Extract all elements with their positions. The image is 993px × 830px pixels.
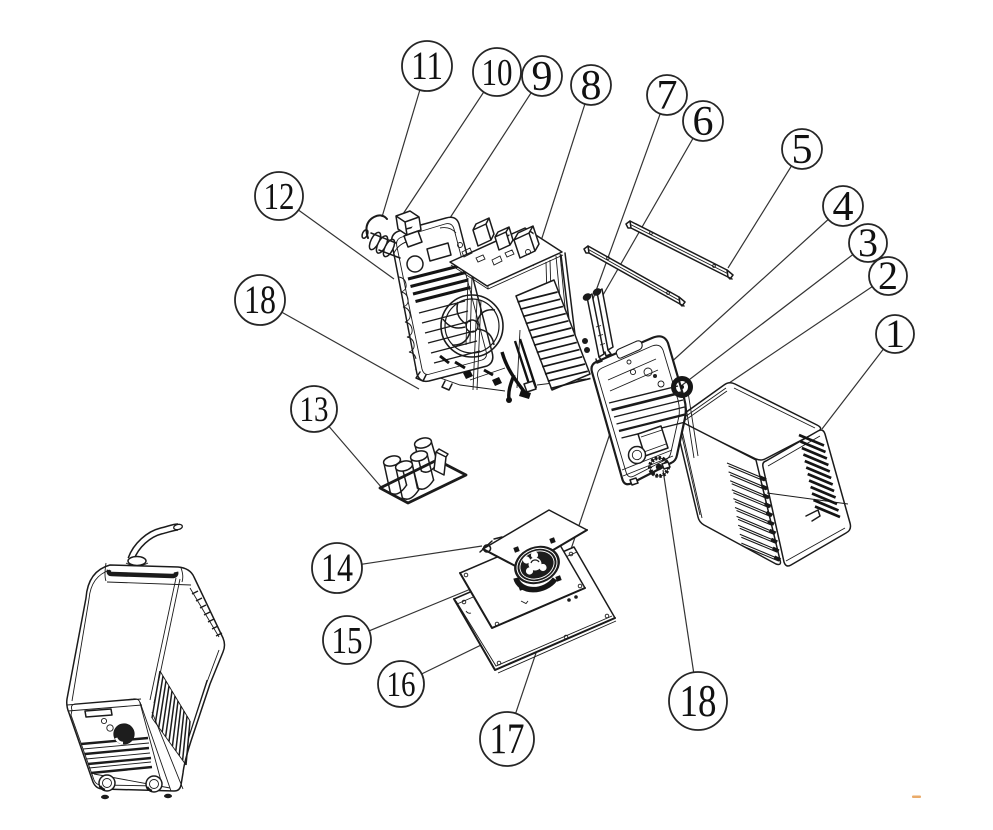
svg-text:15: 15: [332, 620, 363, 662]
svg-text:18: 18: [244, 277, 276, 322]
svg-text:11: 11: [411, 43, 443, 88]
svg-text:14: 14: [321, 545, 353, 590]
svg-text:9: 9: [532, 54, 553, 100]
svg-text:7: 7: [657, 73, 678, 119]
svg-text:13: 13: [300, 389, 329, 429]
svg-text:5: 5: [792, 127, 813, 173]
svg-text:2: 2: [878, 253, 898, 298]
svg-text:12: 12: [264, 176, 295, 218]
svg-text:4: 4: [833, 184, 854, 230]
svg-text:10: 10: [482, 52, 513, 94]
svg-text:16: 16: [387, 664, 416, 704]
svg-text:18: 18: [680, 675, 717, 726]
svg-text:17: 17: [490, 716, 525, 763]
svg-text:8: 8: [581, 63, 602, 109]
svg-text:1: 1: [885, 311, 905, 356]
svg-text:3: 3: [858, 220, 878, 265]
svg-text:6: 6: [693, 99, 714, 145]
